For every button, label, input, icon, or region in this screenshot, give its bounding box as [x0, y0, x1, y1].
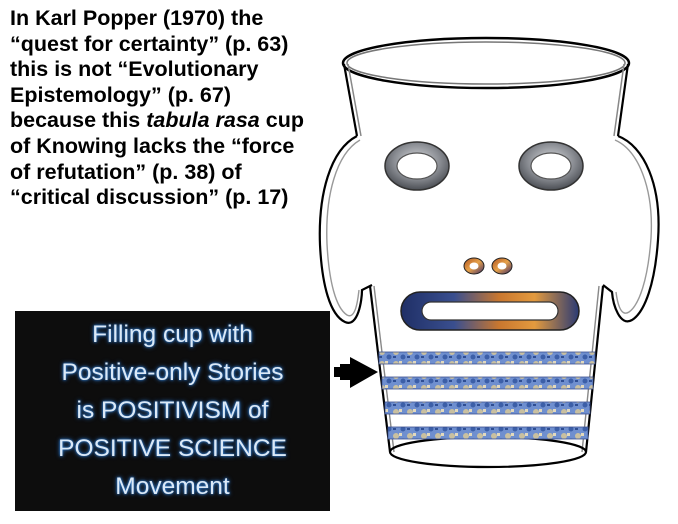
caption-segment-italic: tabula rasa — [146, 108, 260, 133]
cup-rim-inner — [346, 41, 626, 85]
story-band — [381, 376, 594, 390]
right-ear — [602, 134, 660, 323]
cup-wall-lower-left — [368, 285, 392, 453]
story-band — [378, 351, 596, 365]
cup-wall-left — [342, 63, 359, 137]
callout-line: Filling cup with — [92, 321, 253, 348]
cup-wall-lower-right — [584, 285, 605, 453]
story-band — [387, 426, 589, 440]
cup-wall-right — [616, 63, 630, 137]
callout-text: Filling cup with Positive-only Stories i… — [58, 316, 287, 506]
callout-line: Movement — [115, 473, 230, 500]
popper-caption: In Karl Popper (1970) the “quest for cer… — [10, 6, 310, 211]
story-band — [384, 401, 591, 415]
callout-line: is POSITIVISM of — [76, 397, 269, 424]
caption-segment: cup of Knowing lacks the “force of refut… — [10, 108, 310, 210]
right-arrow-icon — [334, 357, 378, 388]
callout-line: Positive-only Stories — [61, 359, 284, 386]
positivism-callout-box: Filling cup with Positive-only Stories i… — [15, 311, 330, 511]
story-bands — [378, 351, 596, 440]
cup-rim — [341, 36, 631, 90]
cup-bottom — [388, 435, 588, 469]
callout-line: POSITIVE SCIENCE — [58, 435, 287, 462]
caption-segment: In Karl Popper (1970) the “quest for cer… — [10, 6, 295, 133]
left-ear — [318, 135, 373, 324]
